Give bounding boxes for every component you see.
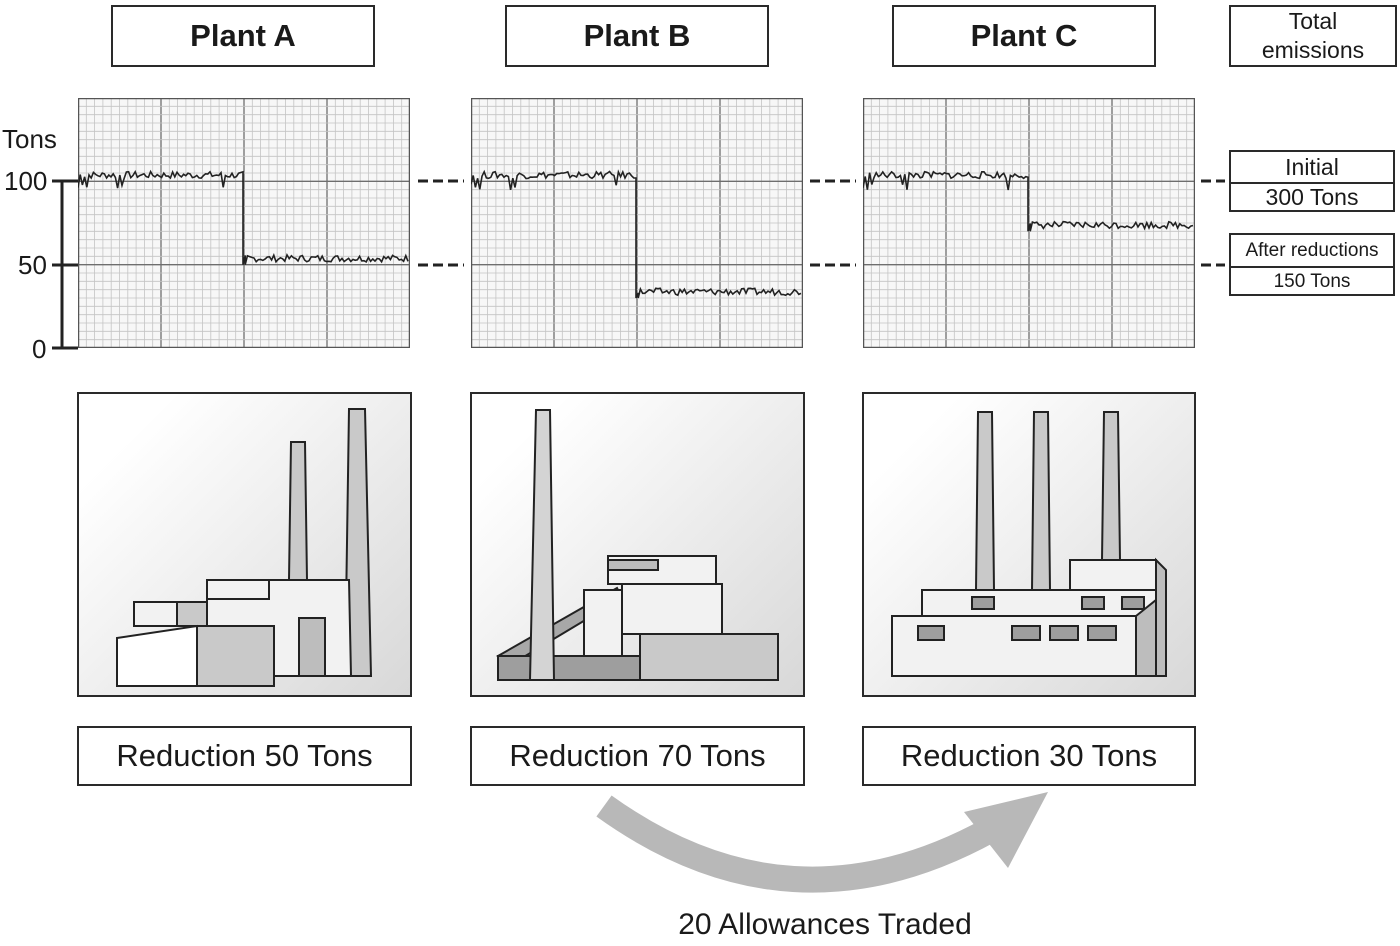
plant-a-illustration [77, 392, 412, 697]
tick-label-0: 0 [32, 334, 47, 364]
plant-c-reduction-text: Reduction 30 Tons [900, 738, 1158, 773]
after-reductions-label: After reductions [1231, 235, 1393, 268]
chart-border [471, 98, 803, 348]
initial-value: 300 Tons [1265, 184, 1359, 210]
plant-b-reduction-box: Reduction 70 Tons [470, 726, 805, 786]
plant-b-title-text: Plant B [583, 18, 691, 53]
initial-label: Initial [1231, 152, 1393, 184]
plant-a-title: Plant A [111, 5, 375, 67]
trade-arrow-body [596, 795, 997, 893]
trade-arrow-head [964, 792, 1048, 868]
initial-emissions-box: Initial 300 Tons [1229, 150, 1395, 212]
plant-c-reduction-box: Reduction 30 Tons [862, 726, 1196, 786]
trade-arrow-icon [596, 792, 1048, 893]
plant-a-chart-svg [78, 98, 410, 348]
plant-b-reduction-text: Reduction 70 Tons [509, 738, 766, 773]
total-title-line2: emissions [1261, 37, 1365, 63]
tick-label-100: 100 [4, 166, 48, 196]
plant-b-illustration [470, 392, 805, 697]
allowances-traded-label: 20 Allowances Traded [678, 908, 972, 941]
tick-label-50: 50 [18, 250, 47, 280]
total-title-line1: Total [1288, 8, 1338, 34]
after-reductions-value: 150 Tons [1273, 270, 1351, 292]
total-emissions-title: Total emissions [1229, 5, 1397, 67]
plant-b-factory-icon [495, 409, 779, 681]
plant-a-reduction-text: Reduction 50 Tons [116, 738, 373, 773]
plant-a-emission-chart [78, 98, 410, 348]
plant-c-chart-svg [863, 98, 1195, 348]
plant-c-title-text: Plant C [970, 18, 1078, 53]
plant-c-emission-chart [863, 98, 1195, 348]
plant-a-title-text: Plant A [190, 18, 296, 53]
emission-trace [78, 169, 409, 265]
plant-b-title: Plant B [505, 5, 769, 67]
emission-trace [863, 170, 1194, 232]
chart-border [863, 98, 1195, 348]
after-reductions-box: After reductions 150 Tons [1229, 233, 1395, 296]
plant-c-illustration [862, 392, 1196, 697]
emission-trace [471, 169, 802, 299]
plant-b-chart-svg [471, 98, 803, 348]
plant-a-reduction-box: Reduction 50 Tons [77, 726, 412, 786]
plant-b-emission-chart [471, 98, 803, 348]
plant-c-factory-icon [891, 411, 1167, 677]
plant-a-factory-icon [116, 408, 373, 687]
axis-unit-label: Tons [2, 124, 57, 154]
plant-c-title: Plant C [892, 5, 1156, 67]
chart-border [78, 98, 410, 348]
